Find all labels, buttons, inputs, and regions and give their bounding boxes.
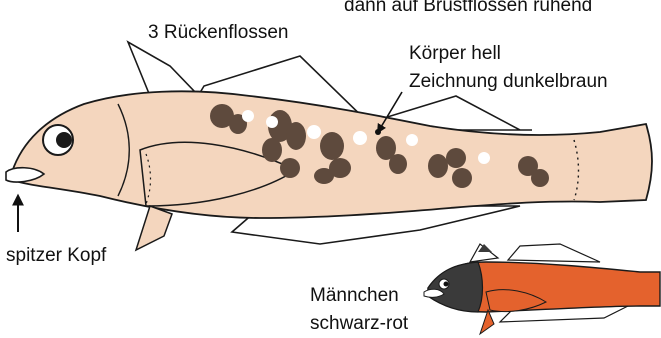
body-light-label: Körper hell — [409, 42, 501, 65]
pointer-dot — [375, 129, 381, 135]
markings-label: Zeichnung dunkelbraun — [409, 70, 608, 93]
pointed-head-label: spitzer Kopf — [6, 244, 106, 267]
dorsal-fins-label: 3 Rückenflossen — [148, 21, 288, 44]
male-label: Männchen — [310, 284, 399, 307]
pelvic-fin — [136, 206, 172, 250]
male-colors-label: schwarz-rot — [310, 312, 408, 335]
eye-icon — [43, 125, 73, 155]
male-fish — [424, 244, 660, 334]
first-dorsal-fin — [128, 42, 195, 96]
resting-on-fins-label: dann auf Brustflossen ruhend — [344, 0, 592, 17]
